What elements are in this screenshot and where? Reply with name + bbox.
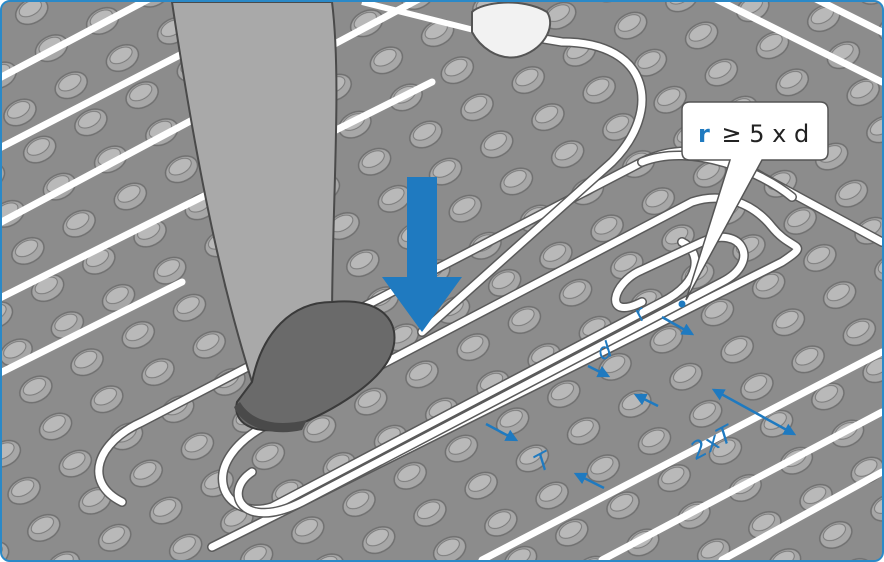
svg-text:r ≥ 5 x d: r ≥ 5 x d (698, 120, 809, 148)
radius-center-dot (679, 301, 686, 308)
callout-condition: ≥ 5 x d (721, 120, 809, 148)
callout-r: r (698, 120, 710, 148)
